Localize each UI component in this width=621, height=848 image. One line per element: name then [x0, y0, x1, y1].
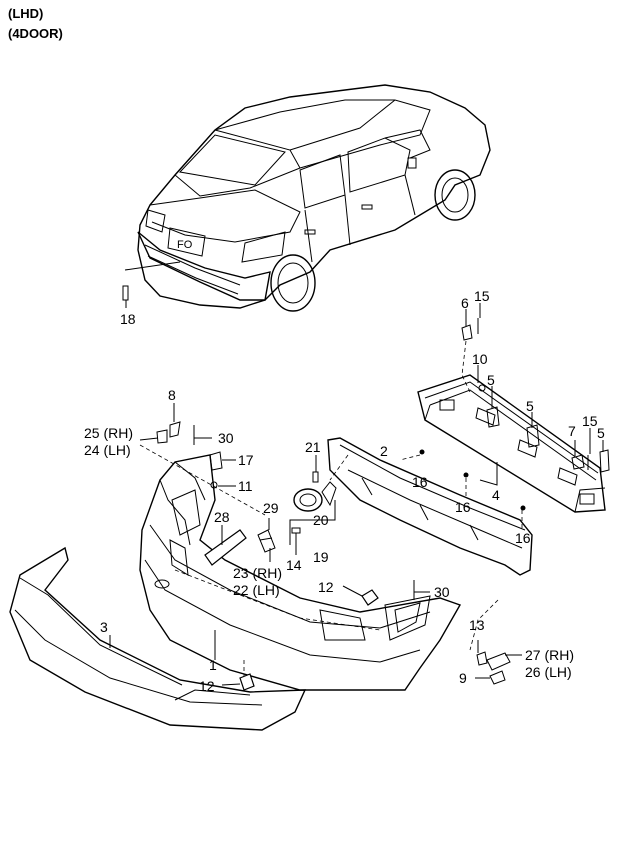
callout-5: 5 — [526, 398, 534, 414]
car-illustration: FO — [122, 84, 491, 312]
callout-21: 21 — [305, 439, 321, 455]
header-4door: (4DOOR) — [8, 26, 63, 41]
callout-26-lh: 26 (LH) — [525, 664, 572, 680]
callout-8: 8 — [168, 387, 176, 403]
callout-28: 28 — [214, 509, 230, 525]
callout-16: 16 — [412, 474, 428, 490]
callout-5: 5 — [487, 372, 495, 388]
callout-5: 5 — [597, 425, 605, 441]
small-components — [156, 318, 610, 691]
header-lhd: (LHD) — [8, 6, 44, 21]
rear-reinforcement — [417, 374, 606, 513]
callout-11: 11 — [238, 478, 253, 494]
callout-9: 9 — [459, 670, 467, 686]
callout-18: 18 — [120, 311, 136, 327]
callout-17: 17 — [238, 452, 254, 468]
callout-2: 2 — [380, 443, 388, 459]
callout-15: 15 — [582, 413, 598, 429]
callout-19: 19 — [313, 549, 329, 565]
callout-labels: 18 6 15 10 5 5 7 15 5 8 25 (RH) 24 (LH) … — [84, 288, 605, 694]
callout-20: 20 — [313, 512, 329, 528]
callout-12: 12 — [199, 678, 215, 694]
callout-13: 13 — [469, 617, 485, 633]
callout-30: 30 — [434, 584, 450, 600]
callout-24-lh: 24 (LH) — [84, 442, 131, 458]
callout-29: 29 — [263, 500, 279, 516]
callout-27-rh: 27 (RH) — [525, 647, 574, 663]
bumper-cover — [139, 454, 462, 691]
callout-14: 14 — [286, 557, 302, 573]
callout-22-lh: 22 (LH) — [233, 582, 280, 598]
callout-25-rh: 25 (RH) — [84, 425, 133, 441]
callout-3: 3 — [100, 619, 108, 635]
svg-text:FO: FO — [177, 239, 193, 251]
callout-30: 30 — [218, 430, 234, 446]
callout-16: 16 — [455, 499, 471, 515]
callout-16: 16 — [515, 530, 531, 546]
energy-absorber — [327, 437, 533, 576]
bumper-lower — [9, 546, 307, 731]
callout-15: 15 — [474, 288, 490, 304]
callout-6: 6 — [461, 295, 469, 311]
callout-12: 12 — [318, 579, 334, 595]
callout-1: 1 — [209, 657, 217, 673]
callout-7: 7 — [568, 423, 576, 439]
callout-4: 4 — [492, 487, 500, 503]
callout-10: 10 — [472, 351, 488, 367]
leader-lines — [109, 300, 604, 686]
callout-23-rh: 23 (RH) — [233, 565, 282, 581]
